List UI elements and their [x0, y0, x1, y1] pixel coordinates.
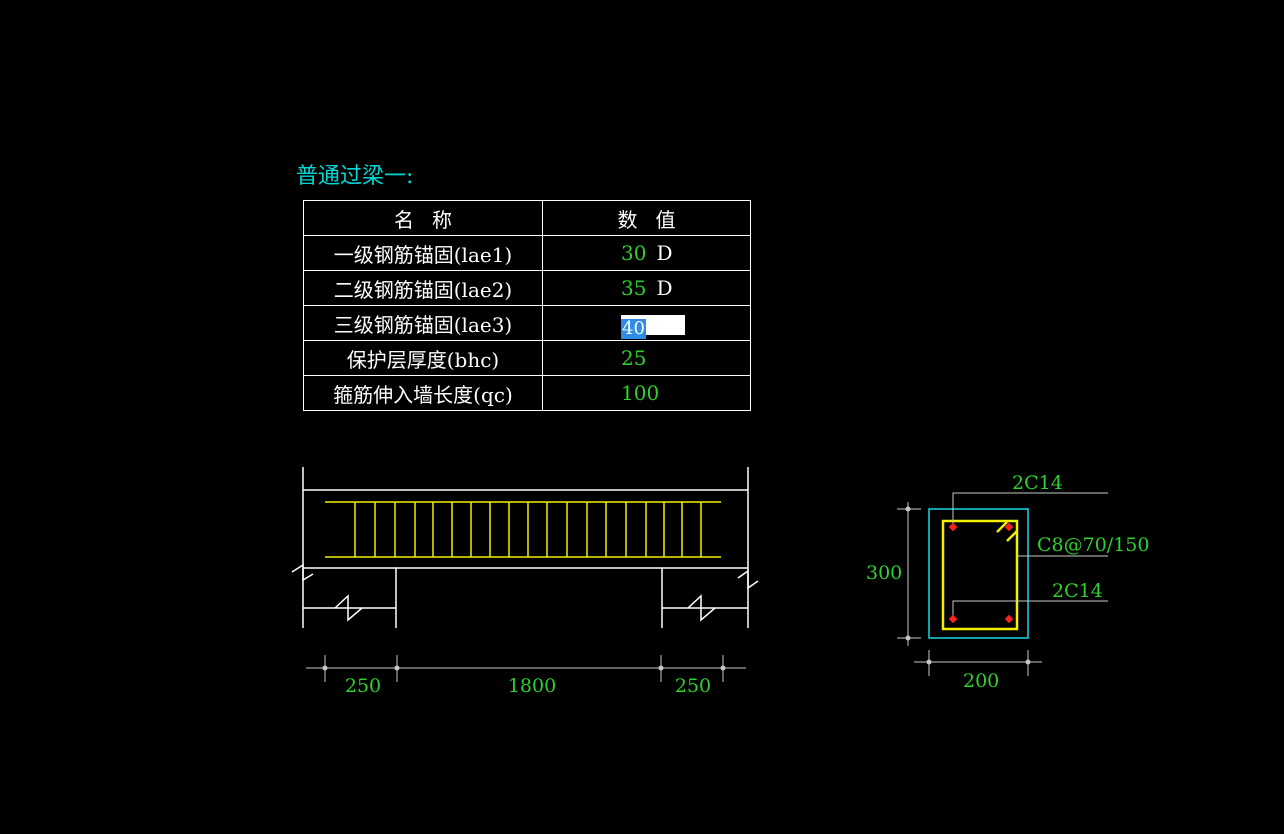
- dim-point: [658, 665, 664, 671]
- bottom-bars-label: 2C14: [1052, 580, 1103, 602]
- dim-point: [322, 665, 328, 671]
- rebar-point: [1004, 522, 1014, 532]
- table-row: 箍筋伸入墙长度(qc) 100: [303, 375, 751, 411]
- row-value[interactable]: 25: [621, 346, 647, 370]
- leader-top-bars: [952, 492, 1108, 527]
- row-value-cell[interactable]: 35 D: [542, 270, 751, 306]
- row-name: 箍筋伸入墙长度(qc): [303, 375, 543, 411]
- row-value-cell[interactable]: 25: [542, 340, 751, 376]
- break-symbol-left: [291, 563, 314, 582]
- dim-point: [905, 635, 911, 641]
- table-row: 一级钢筋锚固(lae1) 30 D: [303, 235, 751, 271]
- row-name: 一级钢筋锚固(lae1): [303, 235, 543, 271]
- break-symbol-right-wall: [687, 594, 716, 622]
- row-name: 三级钢筋锚固(lae3): [303, 305, 543, 341]
- dim-point: [905, 506, 911, 512]
- row-unit: D: [656, 241, 673, 265]
- row-value-cell[interactable]: 40: [542, 305, 751, 341]
- table-row: 三级钢筋锚固(lae3) 40: [303, 305, 751, 341]
- row-value[interactable]: 100: [621, 381, 660, 405]
- dim-point: [394, 665, 400, 671]
- leader-bottom-bars: [952, 600, 1108, 619]
- header-name: 名称: [303, 200, 543, 236]
- value-edit-field[interactable]: 40: [621, 314, 685, 339]
- break-symbol-left-wall: [334, 594, 363, 622]
- stirrup-hook: [996, 521, 1018, 542]
- section-stirrup: [941, 519, 1019, 631]
- dim-middle-label: 1800: [508, 675, 556, 697]
- dim-point: [926, 659, 932, 665]
- dim-left-label: 250: [345, 675, 381, 697]
- rebar-cage: [325, 501, 721, 558]
- page-title: 普通过梁一:: [296, 164, 414, 189]
- row-value-cell[interactable]: 30 D: [542, 235, 751, 271]
- top-bars-label: 2C14: [1012, 472, 1063, 494]
- wall-right-top: [661, 567, 748, 628]
- row-value[interactable]: 35: [621, 276, 647, 300]
- section-outline: [928, 508, 1029, 639]
- row-name: 保护层厚度(bhc): [303, 340, 543, 376]
- height-label: 300: [866, 562, 902, 584]
- width-label: 200: [963, 670, 999, 692]
- break-symbol-right: [737, 569, 759, 590]
- row-value[interactable]: 30: [621, 241, 647, 265]
- rebar-point: [1004, 614, 1014, 624]
- row-unit: D: [656, 276, 673, 300]
- rebar-point: [948, 614, 958, 624]
- dim-point: [1025, 659, 1031, 665]
- table-row: 二级钢筋锚固(lae2) 35 D: [303, 270, 751, 306]
- row-name: 二级钢筋锚固(lae2): [303, 270, 543, 306]
- beam-section: 2C14 C8@70/150 2C14 300 200: [866, 472, 1149, 692]
- stirrup-label: C8@70/150: [1037, 534, 1149, 556]
- dim-point: [720, 665, 726, 671]
- beam-elevation: [291, 467, 759, 628]
- dim-right-label: 250: [675, 675, 711, 697]
- stirrup-group: [354, 502, 702, 557]
- row-value-cell[interactable]: 100: [542, 375, 751, 411]
- selected-value-text[interactable]: 40: [621, 317, 646, 339]
- table-row: 保护层厚度(bhc) 25: [303, 340, 751, 376]
- elevation-dimensions: 250 1800 250: [306, 655, 746, 697]
- rebar-point: [948, 522, 958, 532]
